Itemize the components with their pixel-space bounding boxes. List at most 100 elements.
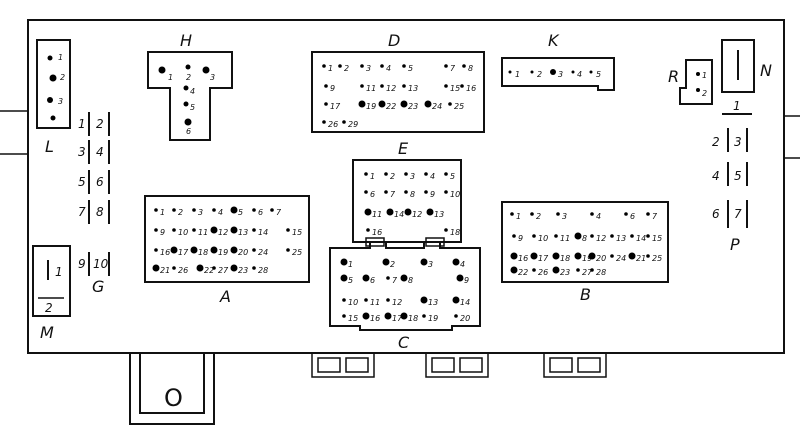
pin-dot [252,228,256,232]
pin-A-26: 26 [178,266,188,275]
pin-dot [380,64,384,68]
pin-E-2: 2 [390,172,395,181]
pin-dot [154,248,158,252]
pin-C-14: 14 [460,298,470,307]
pin-dot [252,208,256,212]
pin-D-8: 8 [468,64,473,73]
pin-dot [630,234,634,238]
pin-dot [420,296,428,304]
connector-R-pins: 1 2 [696,71,707,98]
fuse-block-G: 1 2 3 4 5 6 7 8 9 10 [78,112,110,276]
connector-H-pins: 1 2 3 4 5 6 [158,64,215,136]
fuse-P-7: 7 [734,207,742,221]
connector-K-label: K [548,31,560,50]
pin-A-10: 10 [178,228,188,237]
pin-dot [384,190,388,194]
connector-C-label: C [398,333,410,352]
pin-E-18: 18 [450,228,460,237]
pin-C-10: 10 [348,298,358,307]
pin-B-27: 27 [582,268,593,277]
connector-L-label: L [45,137,54,156]
pin-dot [364,172,368,176]
pin-A-24: 24 [258,248,268,257]
pin-E-9: 9 [430,190,435,199]
connector-H-body [147,51,233,141]
pin-dot [172,208,176,212]
pin-E-12: 12 [412,210,422,219]
pin-dot [152,264,160,272]
pin-dot [382,258,390,266]
connector-L-body [36,39,71,129]
pin-D-24: 24 [432,102,442,111]
pin-H-4: 4 [190,87,195,96]
pin-C-6: 6 [370,276,375,285]
pin-D-7: 7 [450,64,456,73]
pin-C-13: 13 [428,298,438,307]
pin-C-16: 16 [370,314,380,323]
pin-dot [646,254,650,258]
pin-A-5: 5 [238,208,243,217]
pin-A-14: 14 [258,228,268,237]
pin-dot [454,314,458,318]
pin-B-26: 26 [538,268,548,277]
pin-D-29: 29 [348,120,358,129]
pin-dot [210,246,218,254]
pin-B-20: 20 [596,254,606,263]
pin-dot [196,264,204,272]
pin-C-18: 18 [408,314,418,323]
pin-dot [424,100,432,108]
fuse-G-10: 10 [93,257,109,271]
pin-dot [400,274,408,282]
pin-dot [456,274,464,282]
pin-dot [588,252,596,260]
relay-M-slot-1: 1 [55,265,63,279]
pin-dot [400,100,408,108]
pin-K-2: 2 [537,70,542,79]
pin-B-10: 10 [538,234,548,243]
pin-E-11: 11 [372,210,382,219]
pin-dot [358,100,366,108]
pin-B-13: 13 [616,234,626,243]
pin-dot [574,232,582,240]
pin-B-1: 1 [516,212,521,221]
connector-B-label: B [580,285,591,304]
pin-C-8: 8 [408,276,413,285]
pin-dot [404,190,408,194]
housing-outline [27,19,785,354]
pin-A-12: 12 [218,228,228,237]
pin-E-1: 1 [370,172,375,181]
pin-D-15: 15 [450,84,460,93]
connector-C-body [329,241,481,331]
pin-E-16: 16 [372,228,382,237]
fuse-P-2: 2 [712,135,720,149]
pin-dot [386,298,390,302]
pin-dot [424,172,428,176]
pin-B-12: 12 [596,234,606,243]
pin-C-9: 9 [464,276,469,285]
pin-H-2: 2 [186,73,191,82]
pin-A-11: 11 [198,228,208,237]
fuse-P-6: 6 [712,207,720,221]
pin-dot [170,246,178,254]
pin-dot [510,252,518,260]
pin-B-4: 4 [596,212,601,221]
fuse-G-3: 3 [78,145,86,159]
pin-dot [624,212,628,216]
pin-dot [230,264,238,272]
pin-E-6: 6 [370,190,375,199]
pin-dot [424,190,428,194]
relay-N-body [721,39,755,93]
pin-B-21: 21 [636,254,646,263]
pin-E-13: 13 [434,210,444,219]
pin-A-13: 13 [238,228,248,237]
pin-dot [342,120,346,124]
pin-D-9: 9 [330,84,335,93]
connector-K-body [501,57,615,91]
pin-dot [452,296,460,304]
pin-D-11: 11 [366,84,376,93]
pin-E-3: 3 [410,172,415,181]
pin-A-16: 16 [160,248,170,257]
fuse-P-1: 1 [733,99,741,113]
